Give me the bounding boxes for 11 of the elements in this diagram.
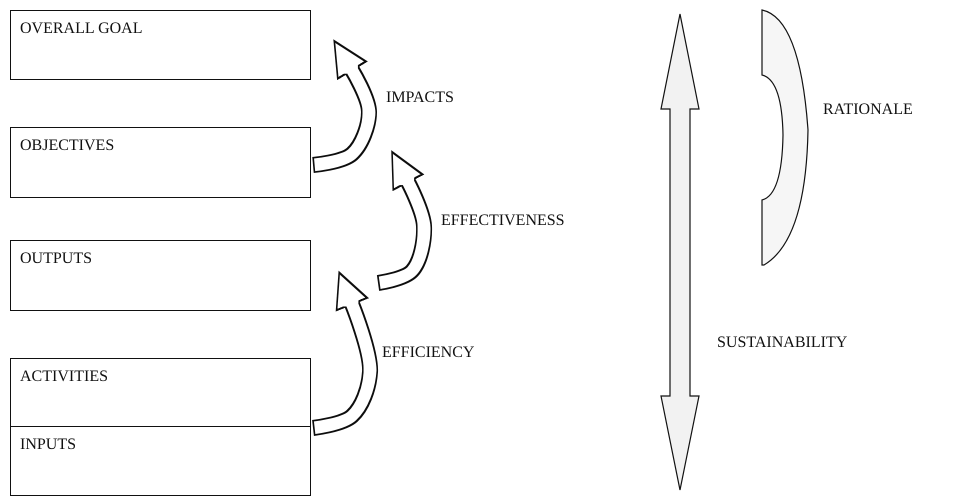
curved-block-arrow xyxy=(376,150,432,291)
text-box xyxy=(10,426,311,496)
box-label: OUTPUTS xyxy=(20,250,92,268)
box-label: OVERALL GOAL xyxy=(20,20,142,38)
text-box xyxy=(10,358,311,427)
text-box xyxy=(10,127,311,198)
box-label: INPUTS xyxy=(20,436,76,454)
text-box xyxy=(10,10,311,80)
text-box xyxy=(10,240,311,311)
box-label: OBJECTIVES xyxy=(20,137,114,155)
box-label: ACTIVITIES xyxy=(20,368,108,386)
